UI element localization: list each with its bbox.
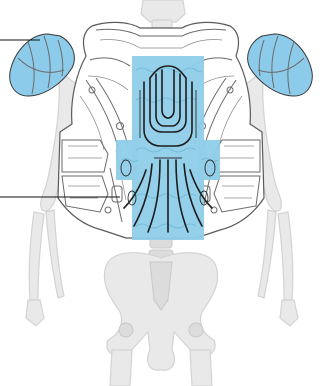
hip-socket (119, 323, 133, 337)
skull (141, 0, 185, 22)
right-radius (278, 212, 293, 300)
left-femur (110, 350, 132, 386)
vertebra (152, 20, 172, 28)
left-radius (29, 212, 44, 300)
left-hand (26, 300, 44, 326)
hip-socket (189, 323, 203, 337)
right-hand (280, 300, 298, 326)
right-ulna (258, 210, 276, 298)
right-femur (190, 350, 212, 386)
left-ulna (46, 210, 64, 298)
